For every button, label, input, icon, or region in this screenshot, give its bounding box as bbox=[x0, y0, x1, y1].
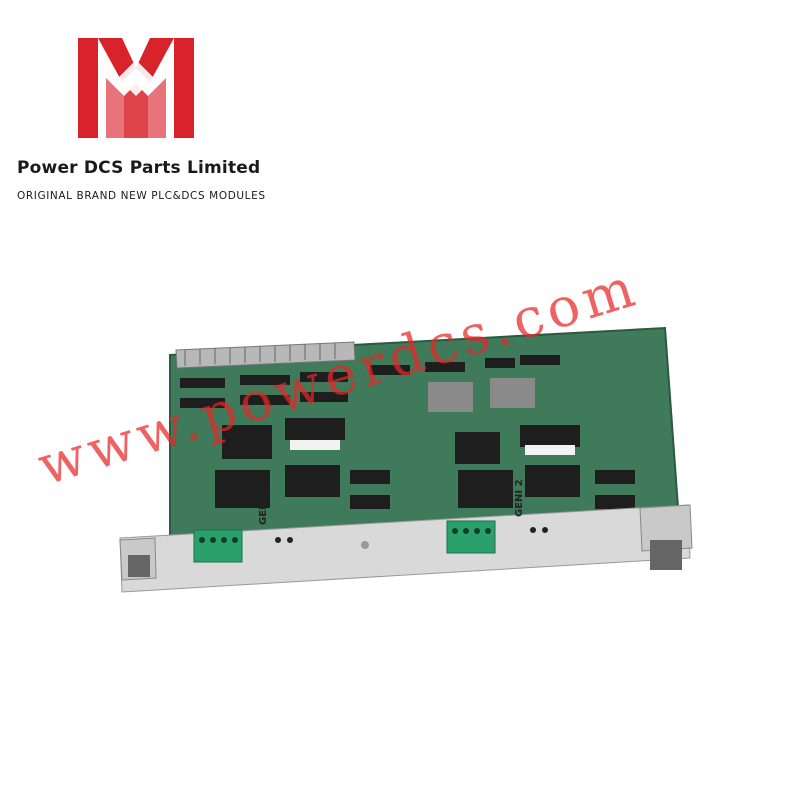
company-name: Power DCS Parts Limited bbox=[17, 158, 261, 178]
company-logo-icon bbox=[78, 38, 194, 138]
terminal-block-2 bbox=[446, 520, 496, 554]
right-handle bbox=[639, 504, 693, 552]
backplane-connector bbox=[175, 341, 356, 369]
terminal-block-1 bbox=[193, 529, 243, 563]
channel-label-2: GENI 2 bbox=[514, 479, 525, 517]
channel-label-1: GENI 1 bbox=[258, 487, 269, 525]
company-tagline: ORIGINAL BRAND NEW PLC&DCS MODULES bbox=[17, 190, 266, 202]
